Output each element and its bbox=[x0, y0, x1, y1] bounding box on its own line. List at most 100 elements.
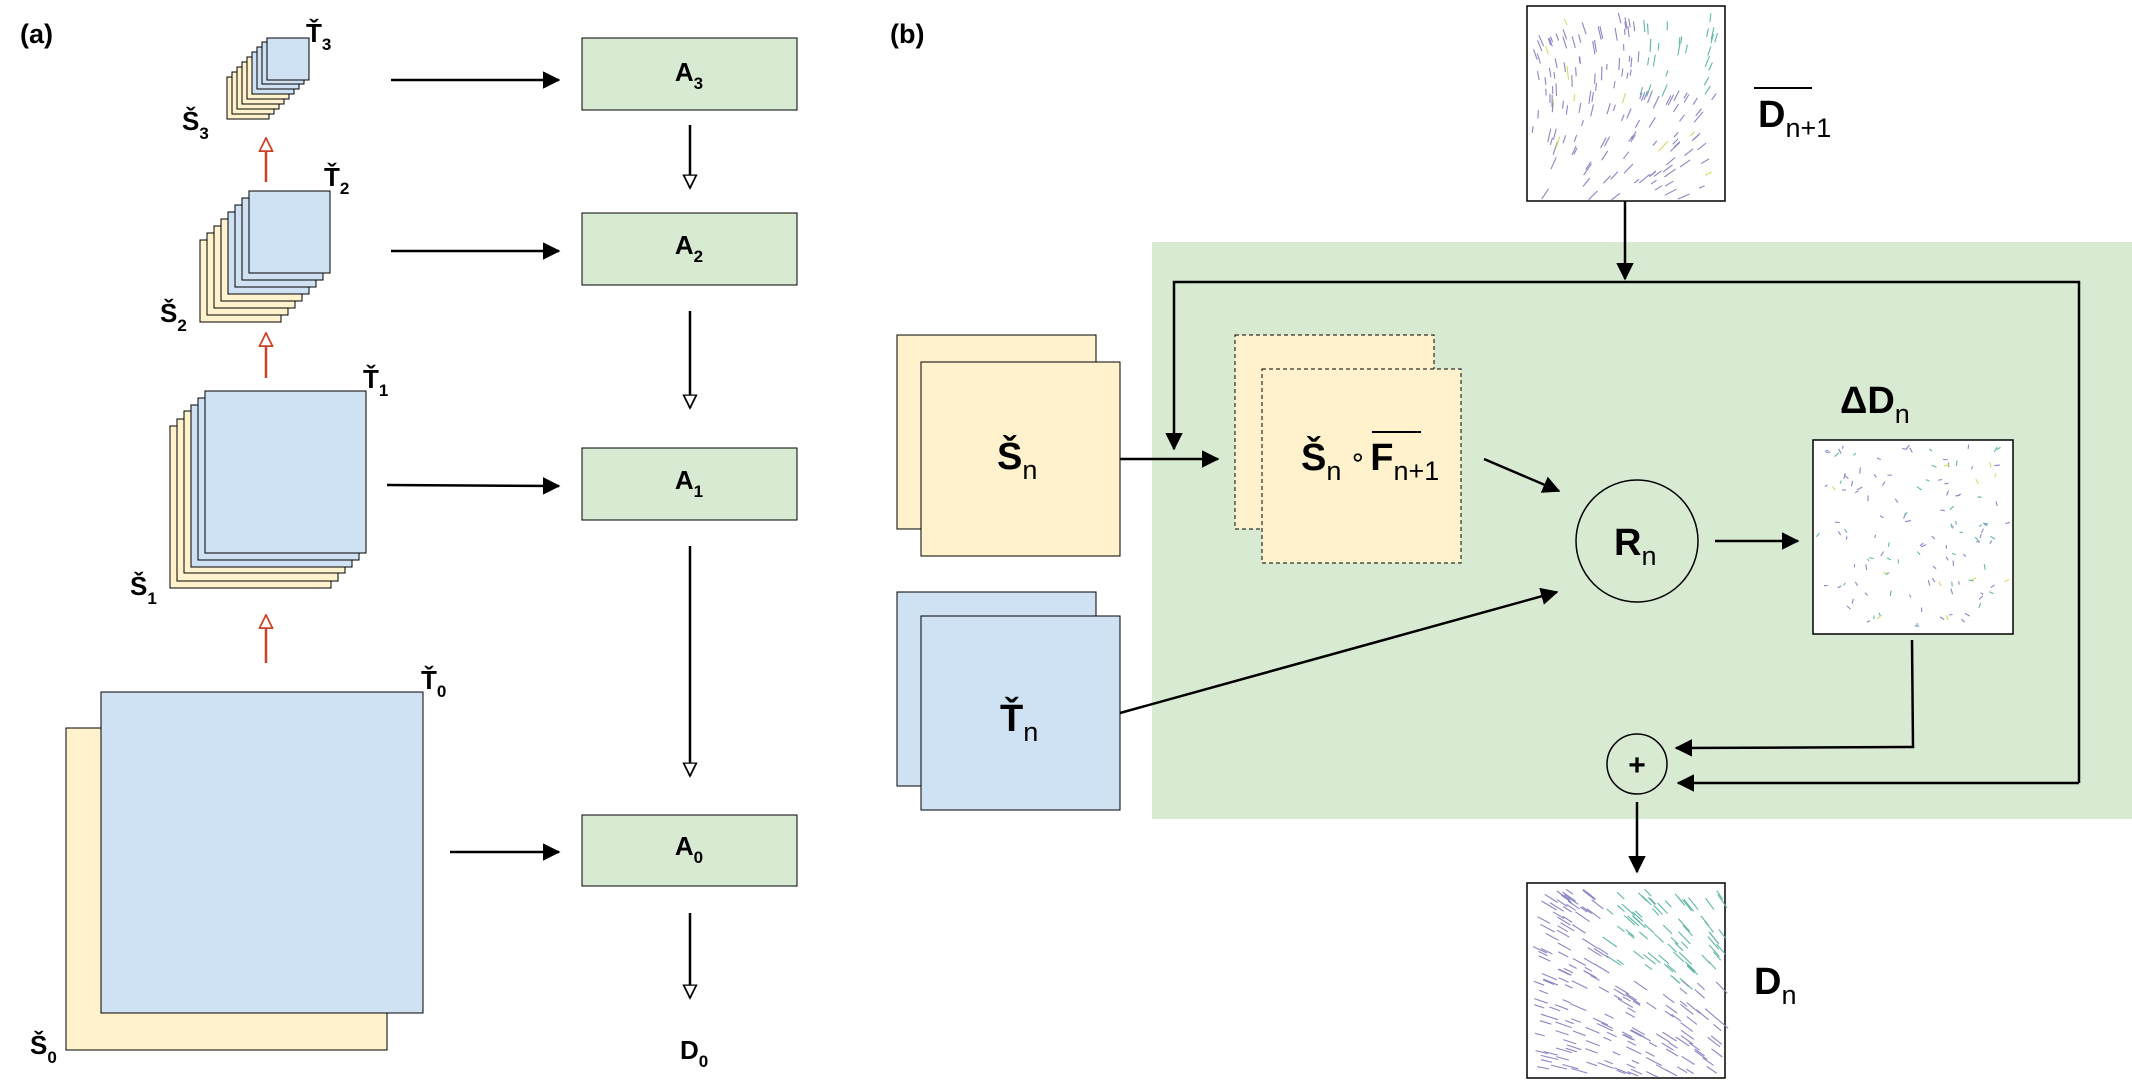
field-stroke bbox=[1616, 959, 1625, 965]
field-stroke bbox=[1569, 1002, 1587, 1012]
field-stroke bbox=[1622, 151, 1630, 160]
field-stroke bbox=[1647, 896, 1656, 906]
field-stroke bbox=[1873, 474, 1877, 478]
field-stroke bbox=[1621, 68, 1624, 77]
field-stroke bbox=[1876, 457, 1881, 461]
field-stroke bbox=[1665, 95, 1672, 105]
field-stroke bbox=[1571, 1018, 1581, 1023]
field-stroke bbox=[1588, 190, 1598, 201]
field-stroke bbox=[1544, 893, 1558, 903]
field-stroke bbox=[1656, 1033, 1670, 1043]
field-stroke bbox=[1579, 56, 1582, 64]
target-image-label: Ťn bbox=[1000, 696, 1038, 747]
field-stroke bbox=[1994, 473, 1997, 478]
field-stroke bbox=[1563, 967, 1574, 974]
field-stroke bbox=[1679, 159, 1691, 168]
a1-block: A1 bbox=[581, 447, 798, 521]
field-stroke bbox=[1711, 93, 1717, 101]
field-stroke bbox=[1951, 552, 1956, 556]
field-stroke bbox=[1886, 557, 1891, 561]
field-stroke bbox=[1545, 45, 1549, 55]
field-stroke bbox=[1706, 28, 1709, 38]
field-stroke bbox=[1673, 90, 1680, 102]
arrow-target-to-r bbox=[1119, 587, 1559, 715]
field-stroke bbox=[1587, 947, 1602, 957]
field-stroke bbox=[1904, 512, 1908, 515]
field-stroke bbox=[1983, 523, 1988, 527]
field-stroke bbox=[1964, 612, 1970, 617]
field-stroke bbox=[1572, 958, 1586, 966]
field-stroke bbox=[1845, 536, 1848, 540]
field-stroke bbox=[1672, 138, 1679, 145]
field-stroke bbox=[1707, 46, 1712, 56]
field-stroke bbox=[1686, 1002, 1701, 1014]
field-stroke bbox=[1662, 1031, 1677, 1042]
field-stroke bbox=[1993, 446, 1998, 453]
a0-block: A0 bbox=[581, 814, 798, 887]
field-stroke bbox=[1644, 888, 1652, 897]
field-stroke bbox=[1555, 1021, 1572, 1029]
field-stroke bbox=[1681, 980, 1690, 987]
field-stroke bbox=[1683, 899, 1695, 912]
field-stroke bbox=[1533, 980, 1545, 986]
field-stroke bbox=[1632, 21, 1636, 32]
field-stroke bbox=[1661, 84, 1668, 97]
field-stroke bbox=[1652, 95, 1660, 109]
field-stroke bbox=[1689, 131, 1695, 137]
field-stroke bbox=[1684, 961, 1696, 972]
residual-field-label: ΔDn bbox=[1840, 380, 1910, 429]
a3-block: A3 bbox=[581, 37, 798, 111]
field-stroke bbox=[1563, 1039, 1577, 1045]
field-stroke bbox=[1682, 924, 1693, 937]
field-stroke bbox=[1714, 32, 1718, 43]
field-stroke bbox=[1680, 1022, 1694, 1033]
field-stroke bbox=[1834, 452, 1840, 458]
field-stroke bbox=[1590, 974, 1600, 981]
warped-source-label: Šn∘Fn+1 bbox=[1301, 434, 1439, 486]
field-stroke bbox=[1931, 535, 1936, 540]
input-displacement-field-strokes bbox=[1531, 12, 1718, 201]
field-stroke bbox=[1677, 918, 1691, 932]
field-stroke bbox=[1601, 1022, 1614, 1029]
r-label: Rn bbox=[1614, 522, 1656, 571]
field-stroke bbox=[1560, 922, 1575, 932]
field-stroke bbox=[1655, 1064, 1671, 1073]
field-stroke bbox=[1989, 540, 1993, 545]
field-stroke bbox=[1599, 25, 1604, 39]
field-stroke bbox=[1701, 954, 1711, 964]
target-image-front bbox=[920, 615, 1121, 811]
target-stack-level-1-layer-c bbox=[204, 390, 367, 554]
level-0-images bbox=[65, 691, 424, 1051]
field-stroke bbox=[1549, 1006, 1561, 1012]
field-stroke bbox=[1683, 92, 1688, 99]
field-stroke bbox=[1597, 947, 1609, 956]
field-stroke bbox=[1700, 158, 1710, 165]
target-label-level-0: Ť0 bbox=[421, 665, 446, 701]
field-stroke bbox=[1647, 57, 1650, 66]
field-stroke bbox=[1680, 1035, 1694, 1045]
field-stroke bbox=[1945, 614, 1949, 621]
field-stroke bbox=[1955, 460, 1958, 466]
field-stroke bbox=[1887, 542, 1890, 547]
field-stroke bbox=[1638, 173, 1651, 184]
field-stroke bbox=[1880, 551, 1885, 557]
target-stack-level-3-layer-d bbox=[266, 37, 310, 81]
field-stroke bbox=[1565, 105, 1569, 115]
field-stroke bbox=[1874, 534, 1877, 539]
field-stroke bbox=[1631, 1059, 1640, 1065]
field-stroke bbox=[1652, 54, 1656, 67]
field-stroke bbox=[1623, 1034, 1636, 1041]
field-stroke bbox=[1679, 114, 1686, 122]
field-stroke bbox=[1603, 1036, 1612, 1042]
target-label-level-1: Ť1 bbox=[363, 364, 388, 400]
field-stroke bbox=[1990, 535, 1996, 540]
warped-source-pair: Šn∘Fn+1 bbox=[1234, 334, 1462, 564]
field-stroke bbox=[1549, 902, 1565, 912]
field-stroke bbox=[1967, 444, 1970, 449]
field-stroke bbox=[1854, 490, 1859, 494]
field-stroke bbox=[1575, 911, 1590, 923]
field-stroke bbox=[1616, 904, 1625, 913]
field-stroke bbox=[1654, 933, 1664, 943]
field-stroke bbox=[2004, 578, 2010, 583]
field-stroke bbox=[1649, 38, 1652, 53]
